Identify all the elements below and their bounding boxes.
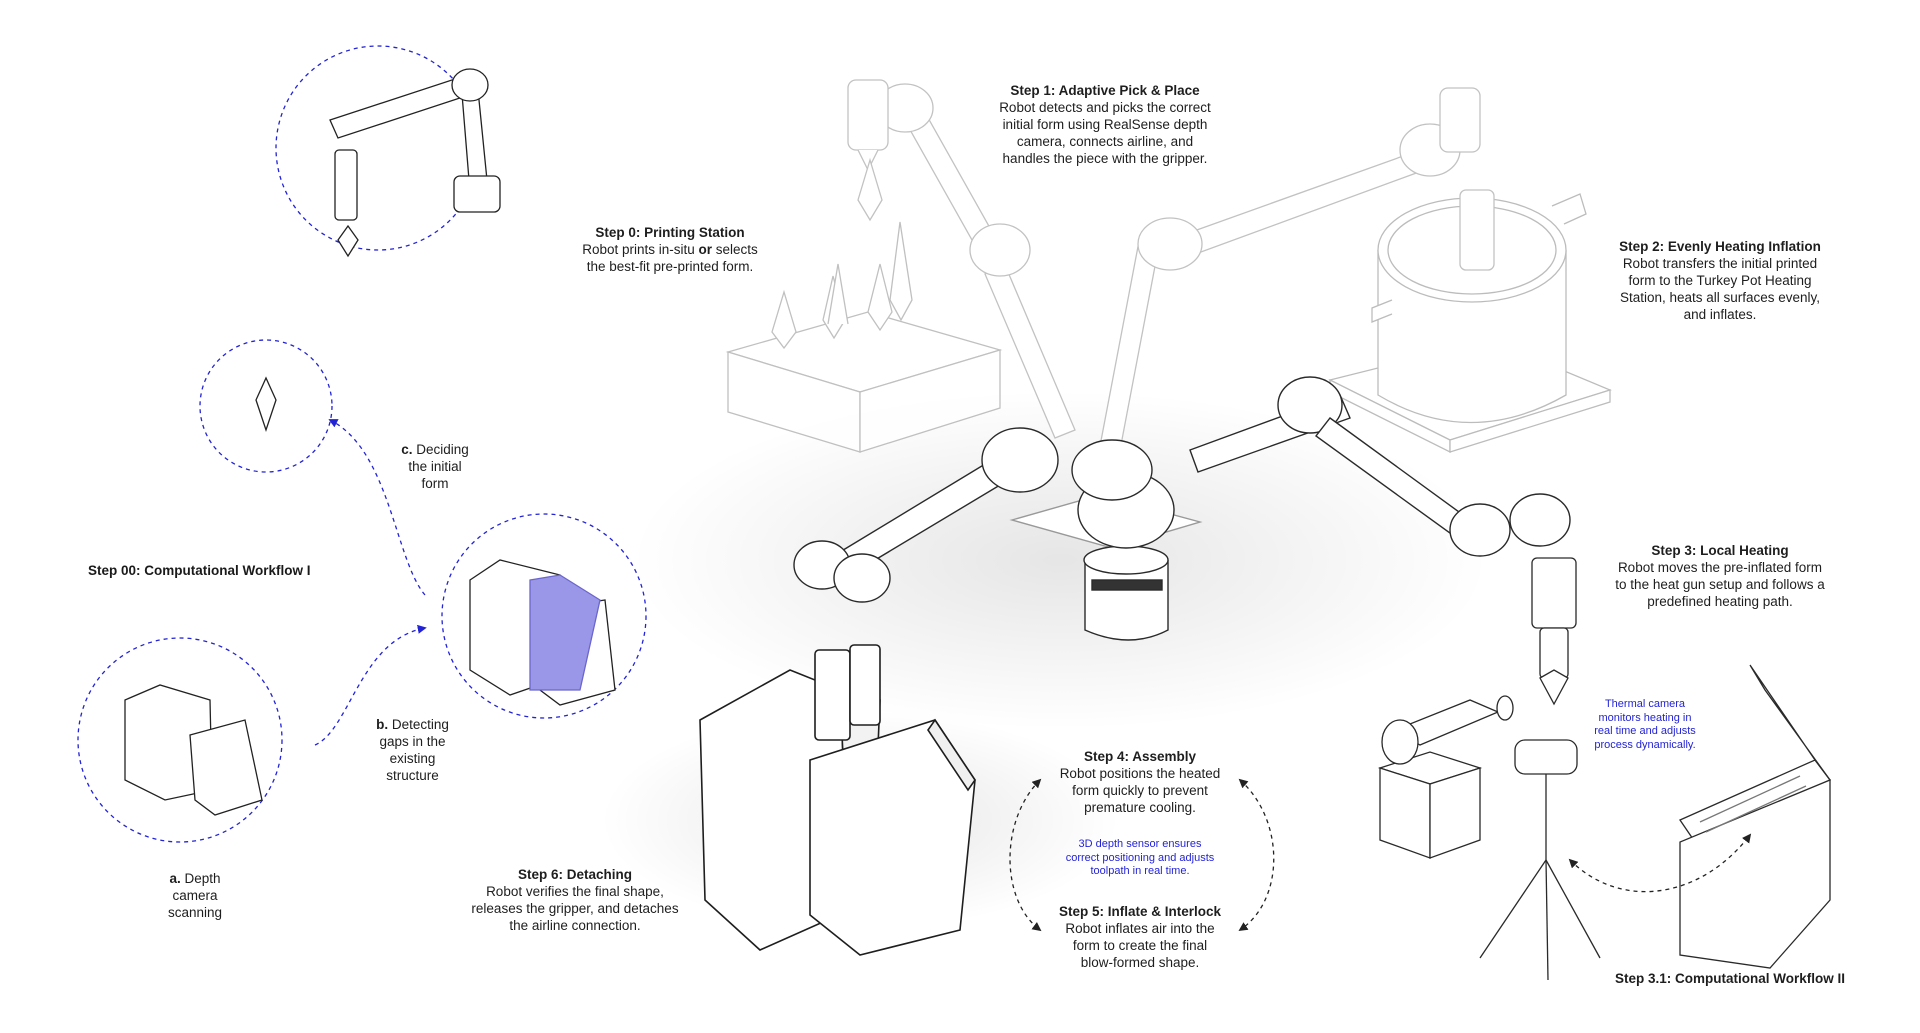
step2-label: Step 2: Evenly Heating Inflation Robot t… [1610, 238, 1830, 323]
turkey-pot [1328, 193, 1612, 454]
step0-label: Step 0: Printing Station Robot prints in… [560, 224, 780, 275]
step0-line1a: Robot prints in-situ [582, 242, 699, 257]
step0-line1b: or [698, 242, 713, 257]
step1-line: initial form using RealSense depth [1002, 117, 1208, 132]
workflow-b-label: b. Detecting gaps in the existing struct… [360, 716, 465, 784]
step6-title: Step 6: Detaching [517, 867, 633, 882]
step4-line: premature cooling. [1084, 800, 1196, 815]
depth-sensor-note: 3D depth sensor ensures correct position… [1040, 838, 1240, 879]
circle-printing-station [275, 45, 501, 258]
step1-title: Step 1: Adaptive Pick & Place [1010, 83, 1200, 98]
depth-note-line: 3D depth sensor ensures [1078, 838, 1202, 850]
robot-ghost-step1 [847, 79, 1076, 439]
circle-initial-form [199, 339, 333, 473]
step1-line: camera, connects airline, and [1016, 134, 1194, 149]
step5-title: Step 5: Inflate & Interlock [1058, 904, 1222, 919]
step4-label: Step 4: Assembly Robot positions the hea… [1030, 748, 1250, 816]
arrow-a-to-b [314, 624, 427, 746]
step6-line: the airline connection. [509, 918, 641, 933]
arrow-thermal-laptop [1568, 833, 1752, 893]
workflow-a-line: scanning [167, 905, 223, 920]
step6-line: Robot verifies the final shape, [486, 884, 664, 899]
step5-label: Step 5: Inflate & Interlock Robot inflat… [1030, 903, 1250, 971]
heat-gripper [1531, 557, 1577, 706]
depth-note-line: toolpath in real time. [1090, 865, 1190, 877]
circle-depth-scan [77, 637, 283, 843]
step4-line: form quickly to prevent [1072, 783, 1208, 798]
workflow-c-line: form [421, 476, 449, 491]
central-robot [793, 376, 1571, 641]
arrow-b-to-c [328, 419, 426, 596]
workflow-c-line: the initial [408, 459, 462, 474]
workflow-c-letter: c. [401, 442, 413, 457]
step1-label: Step 1: Adaptive Pick & Place Robot dete… [980, 82, 1230, 167]
workflow-a-line: Depth [184, 871, 221, 886]
step2-title: Step 2: Evenly Heating Inflation [1619, 239, 1821, 254]
circle-gap-detection [441, 513, 647, 719]
step3-line: predefined heating path. [1647, 594, 1793, 609]
step6-label: Step 6: Detaching Robot verifies the fin… [455, 866, 695, 934]
step3-line: to the heat gun setup and follows a [1615, 577, 1825, 592]
heat-gun-station [1377, 695, 1514, 859]
workflow-c-label: c. Deciding the initial form [380, 441, 490, 492]
step2-line: Robot transfers the initial printed [1622, 256, 1818, 271]
step31-title: Step 3.1: Computational Workflow II [1614, 971, 1845, 986]
laptop [1679, 664, 1832, 969]
step0-line2: the best-fit pre-printed form. [586, 259, 754, 274]
workflow-b-line: existing [389, 751, 436, 766]
printing-station [725, 221, 1003, 453]
workflow-b-letter: b. [376, 717, 389, 732]
step6-line: releases the gripper, and detaches [471, 901, 679, 916]
step2-line: form to the Turkey Pot Heating [1628, 273, 1812, 288]
arrow-loop-right [1238, 778, 1275, 932]
workflow-c-line: Deciding [416, 442, 469, 457]
thermal-note-line: Thermal camera [1604, 698, 1686, 710]
thermal-note-line: real time and adjusts [1594, 725, 1696, 737]
thermal-camera-tripod [1479, 739, 1601, 981]
workflow-a-label: a. Depth camera scanning [145, 870, 245, 921]
assembled-structure [699, 644, 976, 956]
step5-line: blow-formed shape. [1080, 955, 1200, 970]
robot-ghost-step2 [1099, 87, 1495, 451]
workflow-b-line: gaps in the [379, 734, 446, 749]
step2-line: and inflates. [1683, 307, 1757, 322]
step3-line: Robot moves the pre-inflated form [1617, 560, 1823, 575]
depth-note-line: correct positioning and adjusts [1065, 851, 1215, 864]
step1-line: Robot detects and picks the correct [999, 100, 1211, 115]
workflow-a-line: camera [172, 888, 218, 903]
thermal-note-line: monitors heating in [1598, 711, 1692, 724]
step00-title: Step 00: Computational Workflow I [88, 563, 311, 578]
step5-line: form to create the final [1072, 938, 1208, 953]
step4-title: Step 4: Assembly [1083, 749, 1197, 764]
workflow-b-line: Detecting [391, 717, 449, 732]
step1-line: handles the piece with the gripper. [1002, 151, 1208, 166]
step5-line: Robot inflates air into the [1065, 921, 1215, 936]
workflow-b-line: structure [386, 768, 439, 783]
thermal-note: Thermal camera monitors heating in real … [1580, 698, 1710, 752]
step3-title: Step 3: Local Heating [1651, 543, 1789, 558]
step31-label: Step 3.1: Computational Workflow II [1600, 970, 1860, 987]
step4-line: Robot positions the heated [1059, 766, 1221, 781]
workflow-a-letter: a. [169, 871, 181, 886]
step0-title: Step 0: Printing Station [595, 225, 745, 240]
step0-line1c: selects [712, 242, 758, 257]
step3-label: Step 3: Local Heating Robot moves the pr… [1600, 542, 1840, 610]
thermal-note-line: process dynamically. [1594, 738, 1696, 751]
step2-line: Station, heats all surfaces evenly, [1619, 290, 1821, 305]
